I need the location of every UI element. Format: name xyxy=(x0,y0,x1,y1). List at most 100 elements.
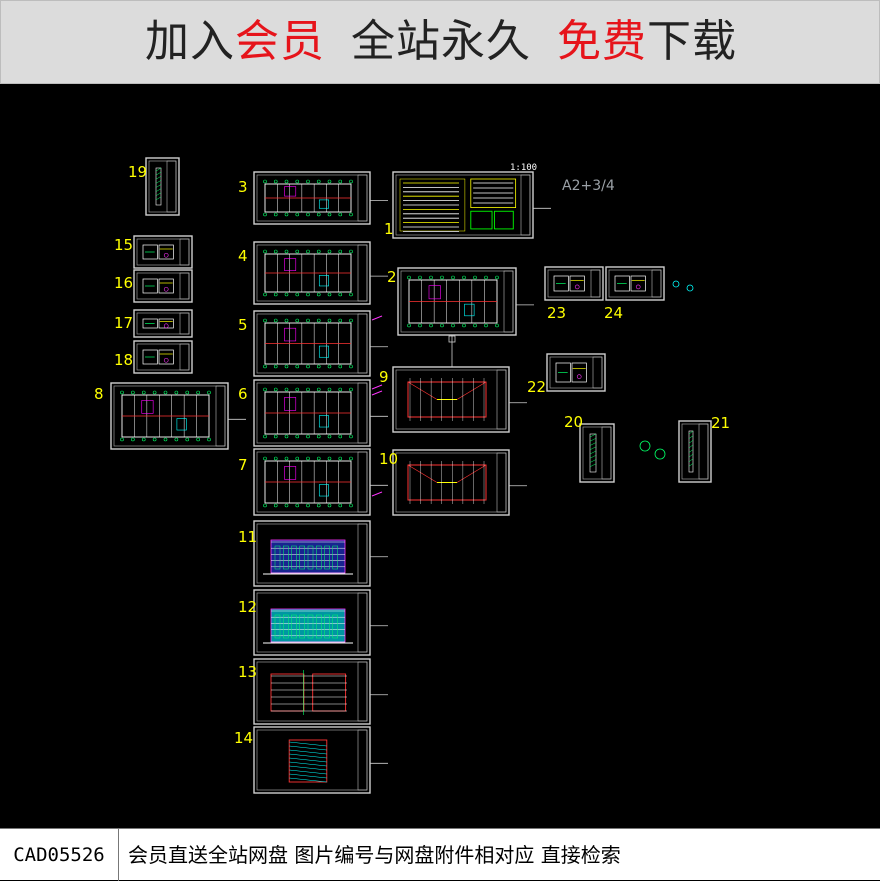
axis-bubble xyxy=(263,364,267,369)
title-block xyxy=(357,244,368,302)
sheet-thumbnail-21: 21 xyxy=(678,414,730,483)
stair-tread xyxy=(289,773,327,779)
sheet-frame xyxy=(253,310,371,377)
sheet-thumbnail-11: 11 xyxy=(238,520,388,587)
axis-bubble xyxy=(284,318,289,323)
detail-box xyxy=(142,349,158,365)
connector-marker xyxy=(448,335,456,343)
title-block xyxy=(592,356,603,389)
stair-tread xyxy=(688,444,694,449)
axis-bubble xyxy=(273,249,278,254)
section-mark xyxy=(371,384,383,390)
sheet-frame xyxy=(110,382,229,450)
axis-bubble xyxy=(174,437,179,442)
sheet-frame xyxy=(253,658,371,725)
stair-tread xyxy=(155,184,162,188)
axis-bubble xyxy=(349,364,353,369)
axis-bubble xyxy=(120,390,124,395)
axis-bubble xyxy=(316,434,321,439)
sheet-number-7: 7 xyxy=(238,456,248,474)
axis-bubble xyxy=(295,179,300,184)
axis-bubble xyxy=(284,387,289,392)
axis-bubble xyxy=(306,292,310,297)
detail-mark xyxy=(163,323,169,329)
axis-bubble xyxy=(338,318,343,323)
window-column xyxy=(283,614,289,639)
axis-bubble xyxy=(263,456,267,461)
sheet-thumbnail-19: 19 xyxy=(128,157,180,216)
stair-tread xyxy=(589,433,597,438)
sheet-frame xyxy=(253,171,371,225)
axis-bubble xyxy=(141,390,146,395)
sheet-frame xyxy=(253,379,371,447)
stair-tread xyxy=(589,463,597,467)
window-column xyxy=(307,614,314,639)
sheet-frame xyxy=(133,340,193,374)
section-block xyxy=(312,673,347,712)
axis-bubble xyxy=(316,318,321,323)
axis-bubble xyxy=(316,503,321,508)
sheet-thumbnail-12: 12 xyxy=(238,589,388,656)
drawing-code: CAD05526 xyxy=(0,829,119,881)
sheet-frame xyxy=(133,269,193,303)
axis-bubble xyxy=(163,390,168,395)
sheet-thumbnail-20: 20 xyxy=(564,413,615,483)
axis-bubble xyxy=(338,503,343,508)
title-block xyxy=(357,382,368,444)
detail-box xyxy=(555,362,571,383)
axis-bubble xyxy=(196,437,200,442)
legend-box xyxy=(493,210,514,230)
stair-tread xyxy=(155,188,162,192)
axis-bubble xyxy=(196,390,200,395)
axis-bubble xyxy=(273,179,278,184)
axis-bubble xyxy=(273,456,278,461)
stair-tread xyxy=(688,440,694,444)
window-column xyxy=(291,614,297,639)
sheet-frame xyxy=(253,589,371,656)
detail-box xyxy=(142,278,158,294)
axis-bubble xyxy=(495,275,499,280)
title-block xyxy=(590,269,601,298)
sheet-frame xyxy=(579,423,615,483)
detail-box xyxy=(142,244,158,260)
axis-bubble xyxy=(306,364,310,369)
roof-outline xyxy=(407,381,487,418)
axis-bubble xyxy=(440,323,444,328)
sheet-number-16: 16 xyxy=(114,274,133,292)
sheet-frame xyxy=(253,448,371,516)
banner-text-join: 加入 xyxy=(145,16,235,67)
axis-bubble xyxy=(295,364,300,369)
loose-detail xyxy=(639,440,651,452)
sheet-frame xyxy=(544,266,604,301)
sheet-inner-frame xyxy=(136,312,190,335)
sheet-inner-frame xyxy=(681,423,709,480)
axis-bubble xyxy=(284,179,289,184)
sheet-inner-frame xyxy=(148,160,177,213)
stair-tread xyxy=(289,765,327,771)
window-column xyxy=(274,545,281,570)
sheet-thumbnail-4: 4 xyxy=(238,241,388,305)
detail-box xyxy=(553,275,569,292)
axis-bubble xyxy=(349,503,353,508)
banner-text-site-permanent: 全站永久 xyxy=(351,16,531,67)
axis-bubble xyxy=(284,434,289,439)
axis-bubble xyxy=(306,212,310,217)
sheet-thumbnail-13: 13 xyxy=(238,658,388,725)
sheet-thumbnail-17: 17 xyxy=(114,309,193,338)
sheet-thumbnail-7: 7 xyxy=(238,448,388,516)
axis-bubble xyxy=(338,212,343,217)
axis-bubble xyxy=(462,323,466,328)
axis-bubble xyxy=(306,179,310,184)
title-block xyxy=(179,312,190,335)
axis-bubble xyxy=(473,275,477,280)
sheet-frame xyxy=(133,309,193,338)
plan-room xyxy=(284,327,297,342)
title-block xyxy=(179,343,190,371)
axis-bubble xyxy=(284,249,289,254)
axis-bubble xyxy=(440,275,444,280)
sheet-number-15: 15 xyxy=(114,236,133,254)
promo-banner: 加入会员全站永久免费下载 xyxy=(0,0,880,84)
axis-bubble xyxy=(316,387,321,392)
axis-bubble xyxy=(316,292,321,297)
sheet-frame xyxy=(253,241,371,305)
